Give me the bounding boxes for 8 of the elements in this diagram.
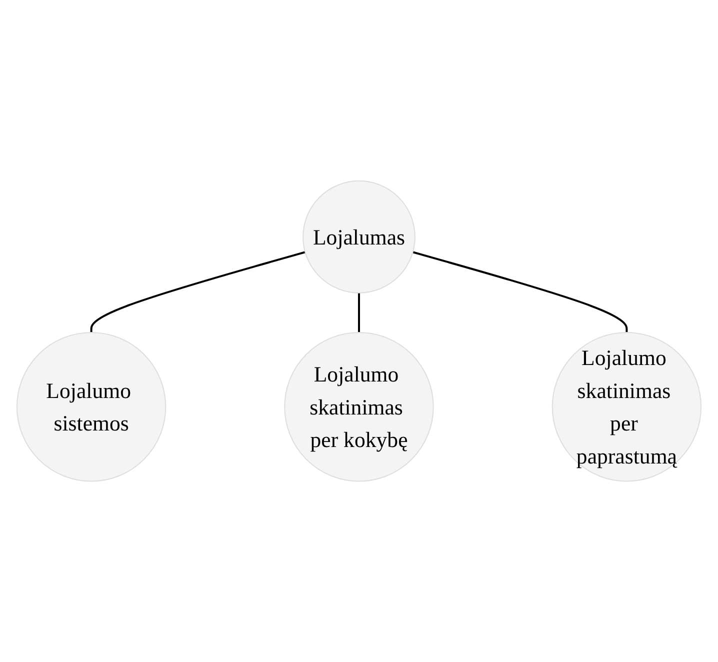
diagram: Lojalumo sistemos Lojalumas Lojalumo skatinimas per kokybę Lojalumo skatinimas per paprastumą [9,172,709,490]
node-circle [552,332,702,482]
connector [412,251,628,332]
node-circle [302,180,416,294]
node-circle [16,332,166,482]
node-circle [284,332,434,482]
connector [358,292,360,332]
connector [90,251,306,332]
